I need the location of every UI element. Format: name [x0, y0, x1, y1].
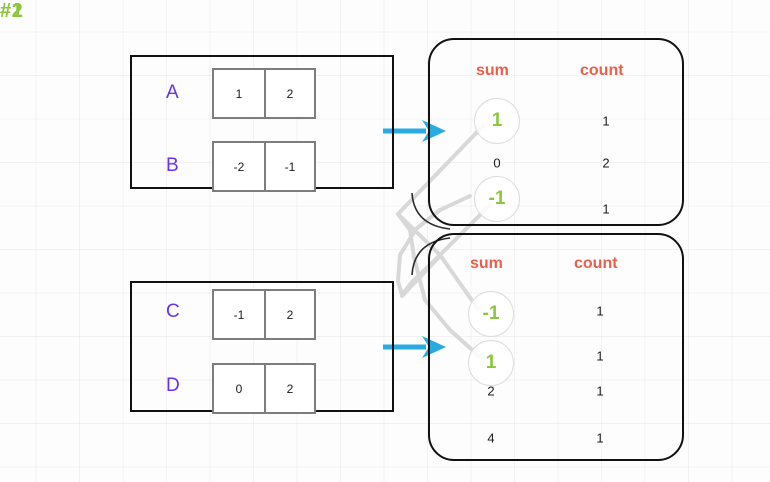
sum-value-top-1: 0 [493, 155, 501, 171]
group-tag-2: #2 [0, 0, 24, 22]
sum-value-bottom-3: 4 [487, 430, 495, 446]
sum-value-bottom-2: 2 [487, 383, 495, 399]
row-cells-a: 1 2 [212, 68, 316, 119]
count-value-bottom-0: 1 [596, 303, 604, 319]
row-label-c: C [166, 301, 180, 322]
count-value-top-0: 1 [602, 113, 610, 129]
column-header-sum-bottom: sum [470, 255, 503, 272]
column-header-sum-top: sum [476, 62, 509, 79]
result-panel-bottom [428, 233, 684, 461]
cell-d-1: 2 [264, 365, 314, 412]
count-value-bottom-2: 1 [596, 383, 604, 399]
sum-value-bottom-1: 1 [468, 340, 514, 386]
cell-c-0: -1 [233, 307, 245, 322]
group-tag-1: #1 [0, 0, 24, 22]
cell-b-0: -2 [233, 159, 245, 174]
column-header-count-top: count [580, 62, 624, 79]
row-cells-d: 0 2 [212, 363, 316, 414]
cell-a-0: 1 [235, 86, 243, 101]
count-value-bottom-1: 1 [596, 348, 604, 364]
sum-value-bottom-0: -1 [468, 291, 514, 337]
row-label-b: B [166, 155, 179, 176]
row-label-d: D [166, 375, 180, 396]
sum-value-top-2: -1 [474, 176, 520, 222]
cell-a-1: 2 [264, 70, 314, 117]
cell-d-0: 0 [235, 381, 243, 396]
cell-b-1: -1 [264, 143, 314, 190]
row-cells-b: -2 -1 [212, 141, 316, 192]
result-panel-top [428, 38, 684, 226]
count-value-top-1: 2 [602, 155, 610, 171]
column-header-count-bottom: count [574, 255, 618, 272]
row-cells-c: -1 2 [212, 289, 316, 340]
count-value-top-2: 1 [602, 201, 610, 217]
sum-value-top-0: 1 [474, 98, 520, 144]
row-label-a: A [166, 82, 179, 103]
cell-c-1: 2 [264, 291, 314, 338]
count-value-bottom-3: 1 [596, 430, 604, 446]
